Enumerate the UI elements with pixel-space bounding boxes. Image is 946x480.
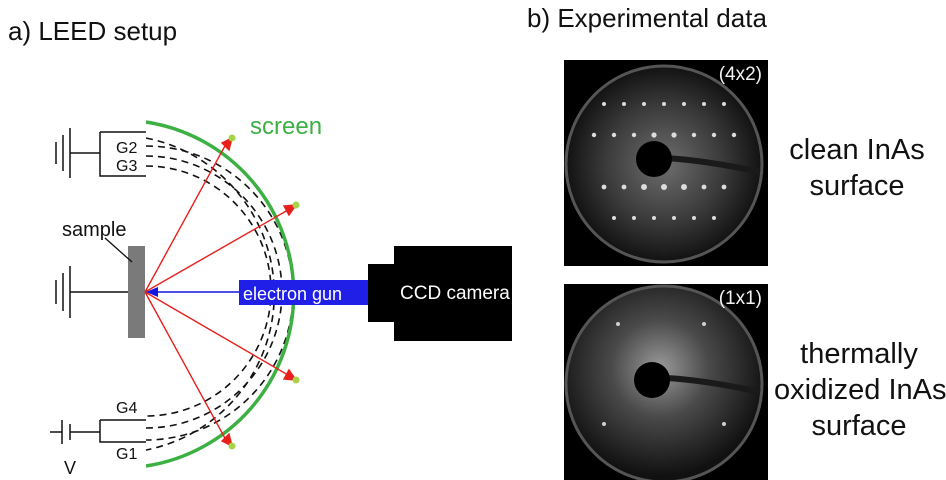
sample-pointer xyxy=(104,237,133,263)
ground-top xyxy=(55,128,146,178)
screen-spots xyxy=(228,134,300,450)
grid-label-g1: G1 xyxy=(116,446,137,463)
ccd-camera xyxy=(394,246,512,341)
ground-sample xyxy=(55,266,128,318)
caption-clean-line-2: surface xyxy=(809,170,905,202)
grid-arc-3 xyxy=(145,155,283,429)
caption-oxidized-line-1: thermally xyxy=(800,338,918,370)
ccd-camera-label: CCD camera xyxy=(400,283,510,304)
electron-gun-label: electron gun xyxy=(243,284,342,304)
ray-1 xyxy=(144,143,227,293)
ray-2 xyxy=(144,209,289,293)
grid-label-g4: G4 xyxy=(116,400,137,417)
beam-arrowhead xyxy=(146,287,158,297)
reconstruction-label-1x1: (1x1) xyxy=(718,288,762,309)
ray-3 xyxy=(144,291,289,376)
sample-crystal xyxy=(128,246,145,338)
camera-lens xyxy=(368,264,396,322)
electron-gun xyxy=(239,280,377,305)
screen-label: screen xyxy=(250,113,322,140)
voltage-label: V xyxy=(64,458,76,478)
caption-oxidized-line-3: surface xyxy=(811,410,907,442)
leed-image-oxidized: (1x1) xyxy=(564,284,768,480)
voltage-source xyxy=(50,419,146,444)
caption-clean: clean InAs surface xyxy=(772,132,942,204)
leed-pattern-1x1 xyxy=(564,284,764,480)
reconstruction-label-4x2: (4x2) xyxy=(718,64,762,85)
caption-oxidized-line-2: oxidized InAs xyxy=(774,374,946,406)
leed-pattern-4x2 xyxy=(564,64,764,264)
ray-4 xyxy=(144,291,227,441)
sample-label: sample xyxy=(62,219,126,241)
grid-label-g2: G2 xyxy=(116,140,137,157)
grid-label-g3: G3 xyxy=(116,158,137,175)
caption-clean-line-1: clean InAs xyxy=(789,134,925,166)
panel-b-title: b) Experimental data xyxy=(527,3,767,33)
diffracted-rays xyxy=(144,136,298,448)
leed-image-clean: (4x2) xyxy=(564,60,768,266)
caption-oxidized: thermally oxidized InAs surface xyxy=(774,336,946,444)
panel-a-title: a) LEED setup xyxy=(8,16,178,46)
